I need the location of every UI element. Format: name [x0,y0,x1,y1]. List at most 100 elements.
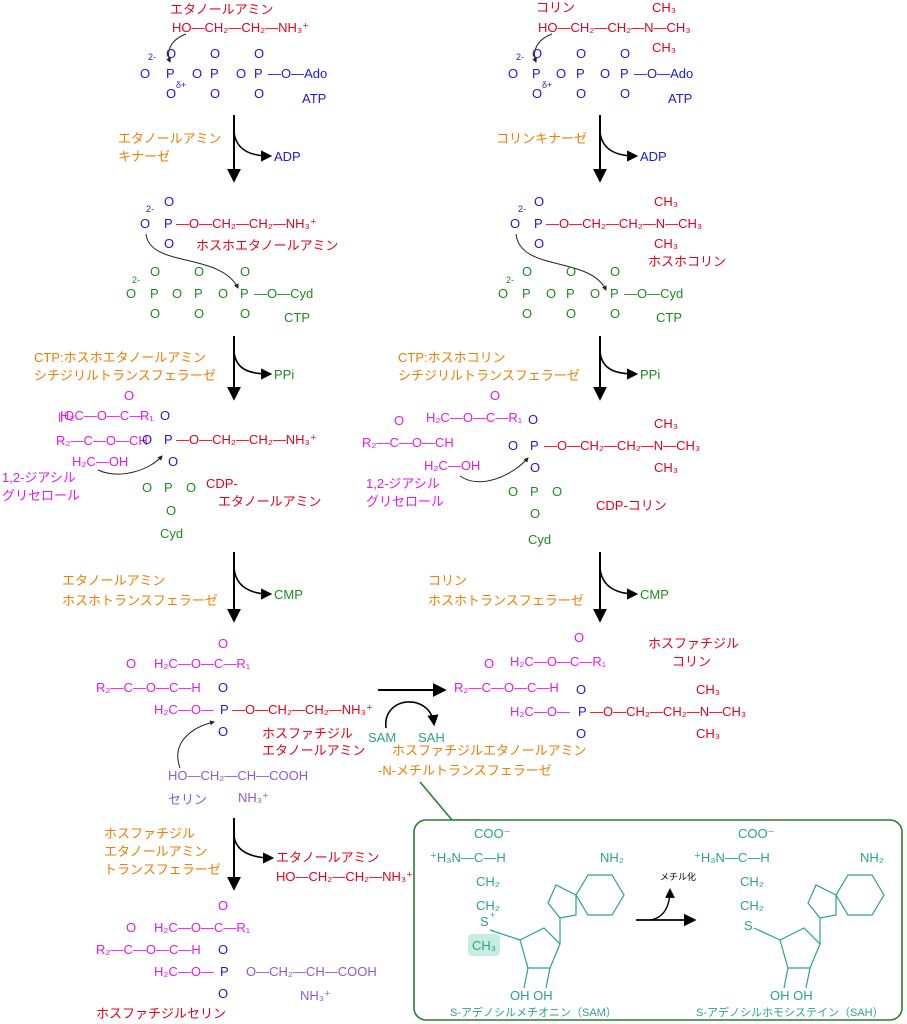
svg-text:O: O [510,216,520,231]
svg-text:O: O [166,86,176,101]
svg-text:P: P [578,704,587,719]
ctp-right-cyd: —O—Cyd [624,286,683,301]
svg-text:R₂—C—O—CH: R₂—C—O—CH [362,435,454,450]
ctp-right-structure: 2- O P O O O P O O O P O O —O—Cyd CTP [498,264,683,325]
svg-text:O: O [508,66,518,81]
svg-text:O: O [576,86,586,101]
svg-text:O: O [620,86,630,101]
svg-text:O: O [522,306,532,321]
right-cmp: CMP [640,587,669,602]
svg-text:P: P [150,286,159,301]
svg-text:P: P [566,286,575,301]
svg-text:O: O [522,264,532,279]
pe-chain: —O—CH₂—CH₂—NH₃⁺ [232,702,373,717]
svg-text:+: + [490,910,495,920]
svg-text:O: O [546,286,556,301]
ps-nh3: NH₃⁺ [300,988,331,1003]
cdp-ethanolamine-chain: —O—CH₂—CH₂—NH₃⁺ [176,432,317,447]
svg-text:R₂—C—O—C—H: R₂—C—O—C—H [96,942,201,957]
sah-structure: COO⁻ ⁺H₃N—C—H CH₂ CH₂ S NH₂ OH OH S-アデノシ… [694,826,885,1019]
methyl-enzyme-line2: -N-メチルトランスフェラーゼ [378,763,552,778]
phosphoethanolamine-chain: —O—CH₂—CH₂—NH₃⁺ [176,216,317,231]
attack-arrow-atp-left [166,33,187,63]
pe-name-2: エタノールアミン [262,743,365,758]
cdp-choline-structure: O P O O —O—CH₂—CH₂—N—CH₃ CH₃ CH₃ O P O O… [508,412,700,547]
svg-text:O: O [218,286,228,301]
sam-sah-inset: COO⁻ ⁺H₃N—C—H CH₂ CH₂ S + CH₃ NH₂ OH OH … [413,781,903,1021]
svg-text:H₂C—O—C—R₁: H₂C—O—C—R₁ [510,654,607,669]
phosphocholine-ch3-bottom: CH₃ [654,236,678,251]
svg-text:O: O [166,46,176,61]
svg-text:O: O [64,408,74,423]
svg-text:O: O [142,480,152,495]
svg-text:O: O [590,286,600,301]
methyl-enzyme-line1: ホスファチジルエタノールアミン [392,743,586,758]
sam-label: SAM [368,730,396,745]
svg-text:CH₂: CH₂ [740,898,764,913]
attack-arrow-atp-right [532,33,553,63]
serine-nh3: NH₃⁺ [238,790,269,805]
left-enzyme2-line1: CTP:ホスホエタノールアミン [34,350,206,365]
right-step2-branch [599,351,639,380]
svg-text:2-: 2- [516,52,524,62]
left-enzyme1-line1: エタノールアミン [118,131,221,146]
dag-right-structure: O H₂C—O—C—R₁ R₂—C—O—CH O H₂C—OH 1,2-ジアシル… [362,388,523,509]
svg-text:⁺H₃N—C—H: ⁺H₃N—C—H [694,850,770,865]
ps-phosphate: O P O [218,942,229,1001]
svg-text:O: O [126,920,136,935]
attack-arrow-serine [177,720,215,769]
svg-text:CH₂: CH₂ [476,874,500,889]
right-ppi: PPi [640,367,660,382]
left-ppi: PPi [274,367,294,382]
attack-arrow-ctp-right [515,233,607,291]
svg-text:R₂—C—O—C—H: R₂—C—O—C—H [454,680,559,695]
phosphocholine-ch3-top: CH₃ [654,194,678,209]
svg-text:O: O [140,216,150,231]
svg-text:2-: 2- [146,204,154,214]
svg-text:O: O [218,680,228,695]
right-step1-branch [599,131,639,162]
svg-text:O: O [218,986,228,1001]
svg-text:O: O [566,306,576,321]
serine-name: セリン [168,792,207,807]
cdp-right-cyd: Cyd [528,532,551,547]
left-cmp: CMP [274,587,303,602]
svg-text:O: O [168,454,178,469]
cdp-choline-name: CDP-コリン [596,498,667,513]
dag-right-label-2: グリセロール [366,494,444,509]
sam-methyl-highlight [468,934,500,956]
svg-text:O: O [508,484,518,499]
svg-text:O: O [574,630,584,645]
dag-left-label-1: 1,2-ジアシル [2,470,76,485]
svg-text:P: P [522,286,531,301]
delta-plus-left: δ+ [176,80,186,90]
svg-text:H₂C—O—C—R₁: H₂C—O—C—R₁ [154,920,251,935]
pc-name-2: コリン [672,654,711,669]
svg-text:O: O [194,264,204,279]
svg-text:O: O [150,306,160,321]
ps-name: ホスファチジルセリン [96,1006,226,1021]
svg-text:R₂—C—O—CH: R₂—C—O—CH [56,433,148,448]
svg-text:O: O [124,388,134,403]
choline-ch3-bottom: CH₃ [652,40,676,55]
right-enzyme2-line1: CTP:ホスホコリン [398,350,506,365]
svg-text:OH OH: OH OH [770,988,813,1003]
ethanolamine-name: エタノールアミン [170,2,273,17]
svg-text:O: O [532,46,542,61]
svg-text:O: O [126,286,136,301]
svg-text:O: O [610,264,620,279]
svg-text:R₂—C—O—C—H: R₂—C—O—C—H [96,680,201,695]
ctp-left-cyd: —O—Cyd [254,286,313,301]
svg-text:O: O [530,506,540,521]
phosphoethanolamine-name: ホスホエタノールアミン [196,238,338,253]
svg-text:P: P [620,66,629,81]
dag-right-label-1: 1,2-ジアシル [366,476,440,491]
choline-name: コリン [536,0,575,15]
svg-text:O: O [534,194,544,209]
ctp-left-structure: 2- O P O O O P O O O P O O —O—Cyd CTP [126,264,313,325]
svg-text:O: O [530,460,540,475]
phosphocholine-structure: 2- O P O O [510,194,544,251]
left-enzyme1-line2: キナーゼ [118,149,170,164]
svg-text:P: P [220,964,229,979]
svg-text:O: O [552,484,562,499]
